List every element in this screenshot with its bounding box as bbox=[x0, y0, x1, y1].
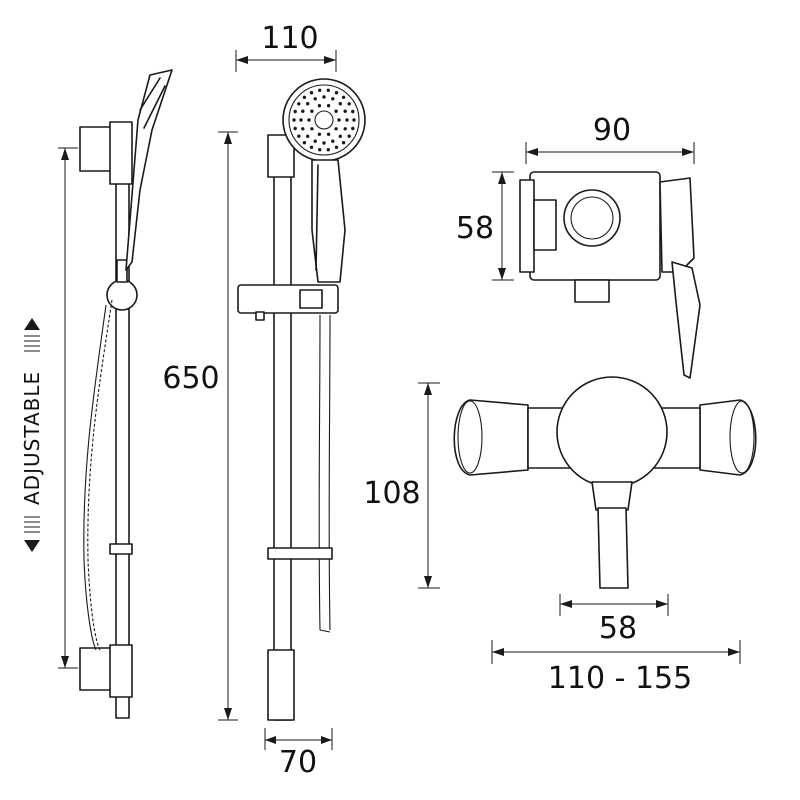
right-inlet-elbow bbox=[699, 399, 757, 476]
nozzle-dot bbox=[317, 132, 322, 136]
nozzle-dot bbox=[326, 104, 331, 108]
nozzle-dot bbox=[352, 118, 356, 122]
handset-side-profile bbox=[125, 69, 173, 271]
dim-valve-depth-label: 90 bbox=[593, 113, 631, 148]
bottom-bracket-front bbox=[267, 649, 295, 721]
nozzle-dot bbox=[337, 118, 341, 122]
nozzle-dot bbox=[338, 134, 342, 138]
nozzle-dot bbox=[334, 127, 338, 131]
dim-lever-width-label: 58 bbox=[599, 611, 637, 646]
nozzle-dot bbox=[351, 109, 355, 114]
valve-wall-plate bbox=[519, 179, 535, 273]
shower-head-nozzles bbox=[292, 88, 356, 152]
slider-bracket-front bbox=[237, 284, 339, 314]
riser-rail-side bbox=[115, 129, 130, 719]
nozzle-dot bbox=[310, 127, 314, 131]
nozzle-dot bbox=[326, 148, 330, 152]
nozzle-dot bbox=[306, 102, 310, 106]
dim-bracket-width-label: 70 bbox=[279, 745, 317, 780]
nozzle-dot bbox=[299, 118, 303, 122]
nozzle-dot bbox=[343, 127, 347, 131]
valve-lever-front bbox=[597, 507, 629, 589]
nozzle-dot bbox=[313, 97, 317, 101]
nozzle-dot bbox=[326, 88, 330, 93]
top-bracket-front bbox=[267, 134, 295, 178]
nozzle-dot bbox=[307, 118, 311, 122]
nozzle-dot bbox=[292, 118, 296, 122]
dim-valve-height-side-label: 58 bbox=[456, 211, 494, 246]
bottom-bracket-clamp bbox=[109, 644, 133, 698]
nozzle-dot bbox=[322, 95, 326, 99]
top-bracket-clamp bbox=[109, 121, 133, 185]
adjustable-down-arrow bbox=[24, 540, 40, 552]
nozzle-dot bbox=[297, 102, 301, 106]
nozzle-dot bbox=[326, 132, 331, 136]
valve-side-view bbox=[492, 142, 701, 379]
nozzle-dot bbox=[302, 95, 307, 100]
hose-front bbox=[318, 314, 321, 631]
left-inlet-elbow bbox=[453, 399, 529, 476]
hose-retainer-side bbox=[109, 543, 133, 555]
nozzle-dot bbox=[309, 145, 314, 149]
nozzle-dot bbox=[318, 88, 322, 93]
nozzle-dot bbox=[331, 97, 335, 101]
nozzle-dot bbox=[297, 134, 301, 138]
slider-body bbox=[116, 259, 128, 283]
nozzle-dot bbox=[302, 141, 307, 145]
nozzle-dot bbox=[322, 141, 326, 145]
nozzle-dot bbox=[313, 139, 317, 143]
nozzle-dot bbox=[306, 134, 310, 138]
nozzle-dot bbox=[351, 126, 355, 131]
nozzle-dot bbox=[341, 141, 346, 145]
nozzle-dot bbox=[334, 145, 339, 149]
valve-front-view bbox=[418, 376, 757, 664]
nozzle-dot bbox=[318, 148, 322, 152]
dim-rail-length-label: 650 bbox=[162, 361, 219, 396]
riser-rail-front bbox=[273, 174, 292, 721]
dim-centres-range-label: 110 - 155 bbox=[548, 661, 692, 696]
valve-lever-hub-front bbox=[591, 481, 633, 511]
nozzle-dot bbox=[310, 109, 314, 113]
nozzle-dot bbox=[334, 91, 339, 95]
adjustable-label: ADJUSTABLE bbox=[20, 371, 44, 505]
nozzle-dot bbox=[334, 109, 338, 113]
nozzle-dot bbox=[347, 134, 351, 138]
dim-valve-height-label: 108 bbox=[363, 476, 420, 511]
valve-dial-front bbox=[556, 376, 668, 488]
nozzle-dot bbox=[343, 109, 347, 113]
adjustable-up-arrow bbox=[24, 318, 40, 330]
nozzle-dot bbox=[309, 91, 314, 95]
rail-kit-side-view bbox=[79, 69, 173, 719]
handset-handle-front bbox=[311, 159, 346, 283]
nozzle-dot bbox=[301, 109, 305, 113]
nozzle-dot bbox=[301, 127, 305, 131]
nozzle-dot bbox=[293, 109, 297, 114]
valve-lever-side bbox=[671, 261, 701, 379]
nozzle-dot bbox=[338, 102, 342, 106]
adjustable-dimension: ADJUSTABLE bbox=[20, 147, 78, 669]
nozzle-dot bbox=[341, 95, 346, 100]
valve-outlet-ring bbox=[563, 189, 621, 247]
nozzle-dot bbox=[347, 102, 351, 106]
valve-lever-hub bbox=[659, 177, 695, 273]
nozzle-dot bbox=[331, 139, 335, 143]
valve-outlet-fitting bbox=[574, 279, 610, 303]
rail-kit-front-view bbox=[218, 50, 366, 750]
dim-head-width-label: 110 bbox=[261, 21, 318, 56]
nozzle-dot bbox=[317, 104, 322, 108]
nozzle-dot bbox=[293, 126, 297, 131]
hose-retainer-front bbox=[267, 547, 333, 560]
nozzle-dot bbox=[345, 118, 349, 122]
